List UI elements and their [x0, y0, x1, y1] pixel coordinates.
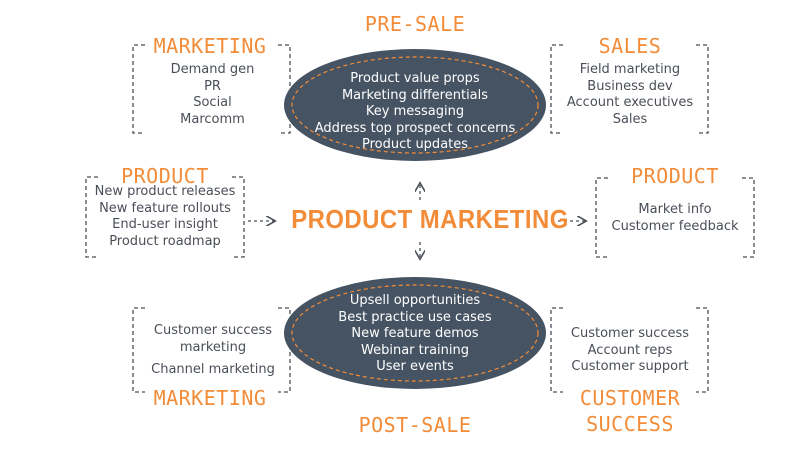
mid-right-items: Market info Customer feedback: [600, 202, 750, 235]
mid-right-item: Customer feedback: [611, 218, 739, 234]
bottom-right-heading-line1: CUSTOMER: [579, 386, 681, 410]
bracket-mid-right: [595, 177, 755, 258]
pre-sale-heading: PRE-SALE: [364, 12, 466, 36]
pre-sale-item: Product updates: [361, 137, 469, 152]
bracket-top-right: [550, 44, 709, 134]
post-sale-item: Upsell opportunities: [349, 293, 481, 308]
bottom-left-item: marketing: [179, 339, 247, 355]
bottom-right-item: Customer support: [571, 359, 689, 374]
top-left-item: Marcomm: [180, 111, 245, 127]
mid-right-heading: PRODUCT: [631, 164, 719, 188]
mid-left-heading: PRODUCT: [121, 164, 209, 188]
post-sale-items: Upsell opportunities Best practice use c…: [300, 293, 530, 376]
post-sale-item: Best practice use cases: [338, 309, 492, 325]
pre-sale-item: Marketing differentials: [341, 87, 489, 103]
post-sale-ellipse-inner: [291, 284, 539, 382]
top-left-heading: MARKETING: [153, 34, 267, 58]
mid-left-item: New feature rollouts: [99, 200, 231, 216]
bottom-right-item: Account reps: [587, 342, 673, 358]
bottom-right-items: Customer success Account reps Customer s…: [556, 326, 704, 376]
pre-sale-ellipse-inner: [291, 56, 539, 154]
pre-sale-item: Product value props: [350, 71, 480, 86]
bottom-left-heading: MARKETING: [153, 386, 267, 410]
bracket-bottom-right: [550, 307, 709, 393]
top-right-item: Account executives: [566, 95, 694, 110]
mid-left-item: New product releases: [94, 184, 236, 199]
post-sale-item: User events: [376, 359, 454, 374]
mid-left-items: New product releases New feature rollout…: [88, 184, 242, 250]
mid-right-item: Market info: [638, 202, 712, 217]
center-title: PRODUCT MARKETING: [291, 204, 569, 234]
top-right-item: Sales: [612, 111, 648, 127]
bracket-mid-left: [85, 176, 245, 258]
pre-sale-ellipse: [284, 49, 546, 161]
top-left-item: Demand gen: [170, 62, 255, 77]
pre-sale-item: Address top prospect concerns: [314, 120, 516, 136]
mid-left-item: Product roadmap: [109, 233, 221, 249]
top-left-items: Demand gen PR Social Marcomm: [140, 62, 285, 128]
top-right-items: Field marketing Business dev Account exe…: [556, 62, 704, 128]
bottom-right-heading-line2: SUCCESS: [586, 412, 674, 436]
post-sale-item: New feature demos: [351, 326, 479, 341]
post-sale-heading: POST-SALE: [358, 413, 472, 437]
bottom-right-item: Customer success: [570, 326, 690, 341]
mid-left-item: End-user insight: [112, 217, 218, 232]
top-left-item: PR: [204, 78, 221, 94]
top-right-heading: SALES: [598, 34, 662, 58]
pre-sale-items: Product value props Marketing differenti…: [300, 71, 530, 154]
bottom-left-item: Channel marketing: [151, 362, 275, 377]
top-right-item: Business dev: [587, 78, 673, 94]
bottom-left-item: Customer success: [153, 323, 273, 338]
top-left-item: Social: [193, 95, 232, 110]
top-right-item: Field marketing: [579, 62, 681, 77]
post-sale-item: Webinar training: [361, 342, 469, 358]
post-sale-ellipse: [284, 277, 546, 389]
bracket-bottom-left: [132, 307, 291, 393]
bottom-left-items: Customer success marketing Channel marke…: [138, 323, 288, 379]
pre-sale-item: Key messaging: [365, 104, 465, 119]
